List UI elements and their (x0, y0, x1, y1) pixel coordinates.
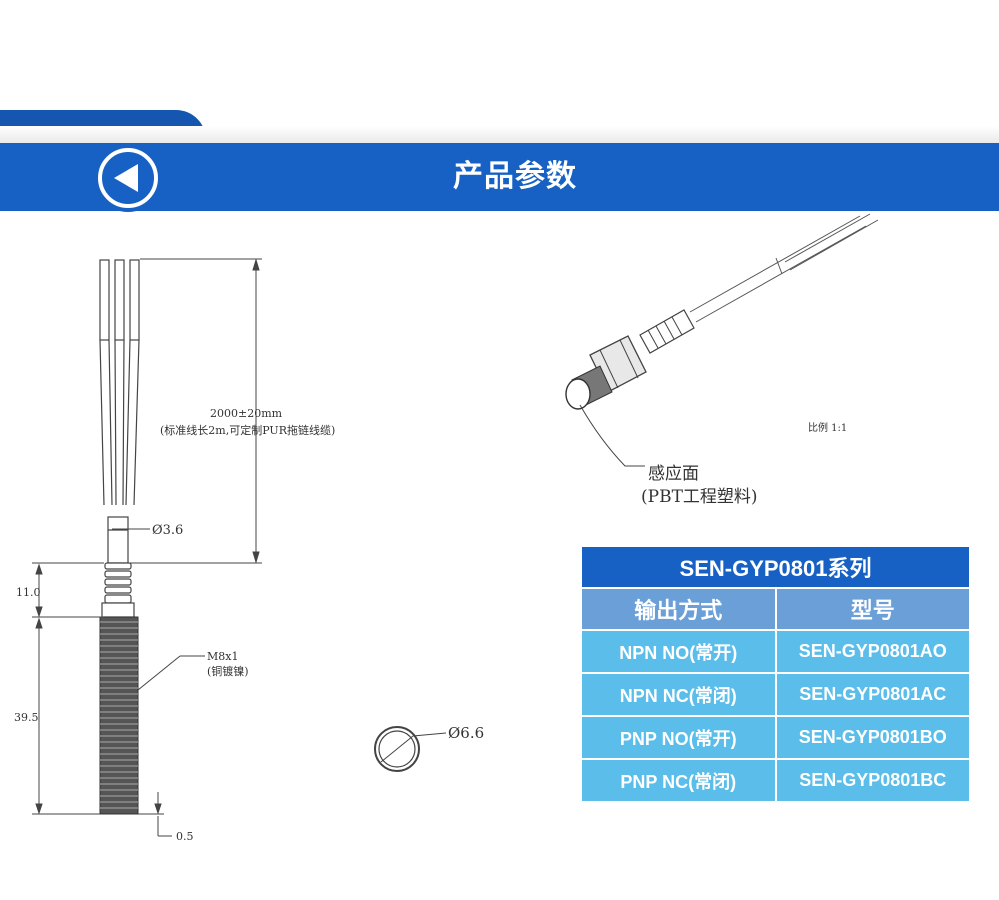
threaded-body (99, 602, 139, 815)
thread-material-label: (铜镀镍) (207, 664, 249, 678)
sensing-face-label: 感应面 (648, 464, 699, 484)
table-row: NPN NC(常闭) SEN-GYP0801AC (580, 672, 971, 717)
model-spec-table: SEN-GYP0801系列 输出方式 型号 NPN NO(常开) SEN-GYP… (580, 545, 971, 803)
model-cell: SEN-GYP0801BO (774, 715, 971, 760)
sensor-face-view (374, 726, 447, 772)
scale-label: 比例 1:1 (808, 421, 847, 434)
page-title: 产品参数 (453, 159, 577, 194)
header-bar (0, 143, 999, 211)
sensing-material-label: (PBT工程塑料) (641, 487, 758, 507)
table-row: PNP NC(常闭) SEN-GYP0801BC (580, 758, 971, 803)
output-type-cell: NPN NO(常开) (580, 629, 777, 674)
cable-length-label: 2000±20mm (210, 407, 283, 420)
dim-body-label: 39.5 (14, 711, 39, 724)
strain-relief (104, 562, 132, 604)
output-type-cell: PNP NC(常闭) (580, 758, 777, 803)
output-type-cell: NPN NC(常闭) (580, 672, 777, 717)
dim-tip-label: 0.5 (176, 830, 194, 843)
dimension-lines (32, 258, 262, 837)
cable-wires (99, 259, 140, 506)
thread-spec-label: M8x1 (207, 650, 238, 663)
back-button[interactable] (94, 144, 162, 212)
dim-top-label: 11.0 (16, 586, 41, 599)
table-row: PNP NO(常开) SEN-GYP0801BO (580, 715, 971, 760)
header-model: 型号 (774, 587, 971, 631)
section-header: 产品参数 (0, 108, 999, 213)
output-type-cell: PNP NO(常开) (580, 715, 777, 760)
model-cell: SEN-GYP0801AO (774, 629, 971, 674)
table-row: NPN NO(常开) SEN-GYP0801AO (580, 629, 971, 674)
header-output-type: 输出方式 (580, 587, 777, 631)
model-cell: SEN-GYP0801AC (774, 672, 971, 717)
cable-length-note: (标准线长2m,可定制PUR拖链线缆) (160, 423, 335, 437)
model-cell: SEN-GYP0801BC (774, 758, 971, 803)
header-shadow (0, 126, 999, 146)
back-arrow-icon (98, 148, 158, 208)
cable-sheath (107, 516, 129, 564)
table-title: SEN-GYP0801系列 (580, 545, 971, 589)
cable-diameter-label: Ø3.6 (152, 523, 183, 538)
face-diameter-label: Ø6.6 (448, 724, 484, 742)
sensor-perspective-illustration (565, 213, 879, 467)
